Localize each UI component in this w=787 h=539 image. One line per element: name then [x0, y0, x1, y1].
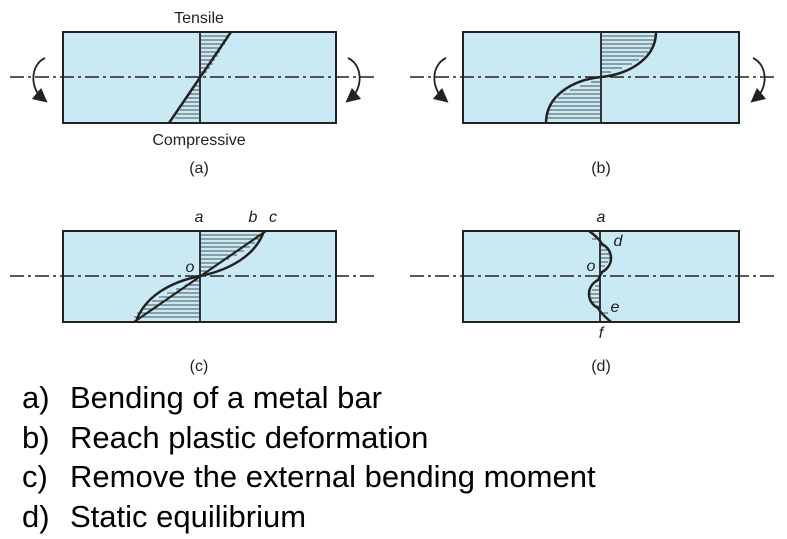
moment-arrow-left-icon	[31, 57, 48, 103]
panel-b: (b)	[410, 31, 778, 177]
moment-arrow-right-icon	[750, 57, 767, 103]
step-item: d) Static equilibrium	[22, 497, 596, 537]
stress-profile-c	[134, 230, 266, 323]
residual-stress-profile-d	[587, 229, 613, 323]
point-f-label: f	[599, 325, 605, 342]
point-b-label: b	[249, 209, 258, 226]
step-key: c)	[22, 459, 48, 494]
point-d-label: d	[614, 233, 624, 250]
step-text: Remove the external bending moment	[70, 459, 596, 494]
step-item: b) Reach plastic deformation	[22, 418, 596, 458]
moment-arrow-right-icon	[345, 57, 362, 103]
point-a-label: a	[597, 209, 606, 226]
panel-a-caption: (a)	[189, 160, 209, 177]
stress-hatch-b	[547, 35, 655, 119]
point-o-label: o	[186, 259, 195, 276]
stress-distribution-diagram: Tensile Compressive (a) (b)	[10, 10, 778, 375]
point-a-label: a	[195, 209, 204, 226]
step-text: Reach plastic deformation	[70, 419, 429, 455]
step-text: Bending of a metal bar	[70, 380, 382, 415]
panel-c: a b c o (c)	[10, 209, 378, 375]
stress-profile-a	[167, 31, 233, 124]
step-key: b)	[22, 419, 50, 455]
panel-a: Tensile Compressive (a)	[10, 10, 378, 177]
step-item: c) Remove the external bending moment	[22, 457, 596, 497]
moment-arrow-left-icon	[432, 57, 449, 103]
step-text: Static equilibrium	[70, 498, 307, 534]
point-c-label: c	[269, 209, 277, 226]
step-key: d)	[22, 498, 50, 534]
step-key: a)	[22, 380, 50, 415]
step-item: a) Bending of a metal bar	[22, 378, 596, 418]
point-e-label: e	[611, 299, 620, 316]
point-o-label: o	[587, 258, 596, 275]
panel-d-caption: (d)	[591, 358, 611, 375]
step-list: a) Bending of a metal bar b) Reach plastic…	[22, 378, 596, 536]
panel-b-caption: (b)	[591, 160, 611, 177]
panel-c-caption: (c)	[190, 358, 209, 375]
stress-profile-b	[544, 31, 658, 124]
compressive-label: Compressive	[152, 132, 245, 149]
tensile-label: Tensile	[174, 10, 224, 27]
panel-d: a d o e f (d)	[410, 209, 778, 375]
